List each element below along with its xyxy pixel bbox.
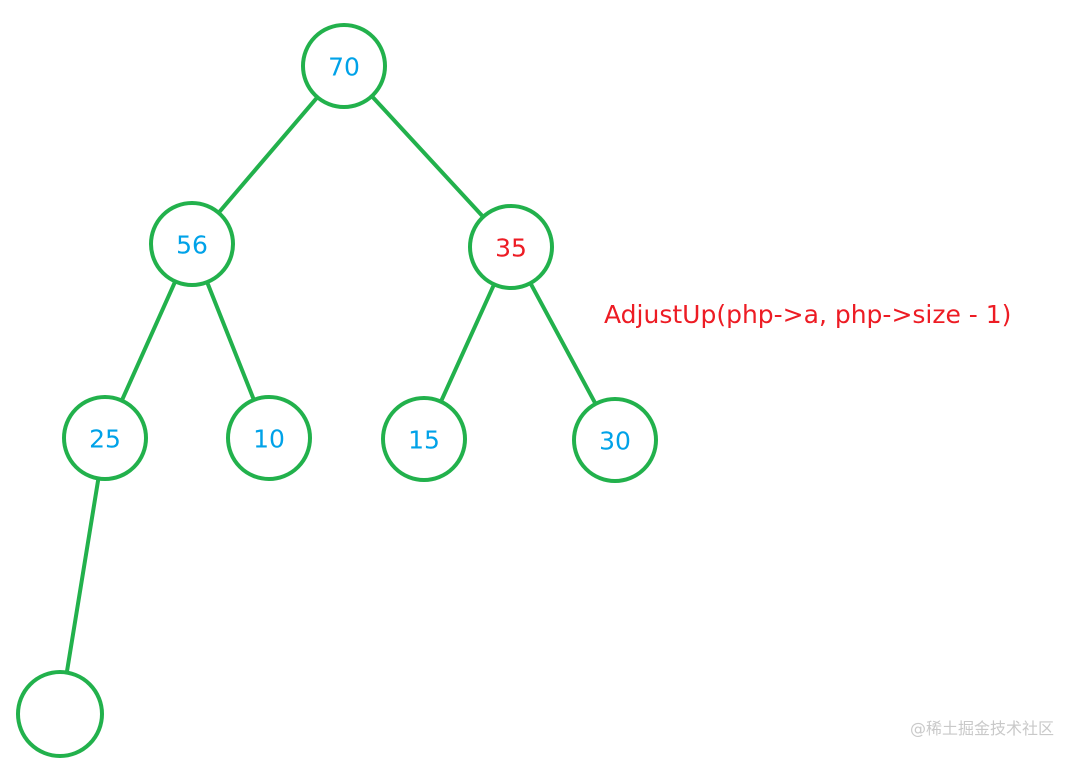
tree-edge-n35-n30: [528, 281, 598, 406]
tree-edge-n35-n15: [438, 282, 497, 404]
tree-node-30: 30: [572, 397, 658, 483]
tree-node-10: 10: [226, 395, 312, 481]
tree-node-value: 10: [253, 425, 285, 454]
tree-node-70: 70: [301, 23, 387, 109]
tree-node-circle: [301, 23, 387, 109]
tree-node-circle: [16, 670, 104, 758]
tree-edge-n70-n56: [216, 95, 320, 215]
tree-edge-n56-n25: [119, 279, 178, 403]
tree-edge-n56-n10: [205, 280, 256, 402]
tree-node-15: 15: [381, 396, 467, 482]
tree-edges: [64, 94, 598, 675]
tree-node-circle: [572, 397, 658, 483]
tree-node-value: 15: [408, 426, 440, 455]
tree-edge-n70-n35: [369, 94, 486, 219]
tree-node-circle: [62, 395, 148, 481]
tree-node-value: 56: [176, 231, 208, 260]
tree-node-circle: [226, 395, 312, 481]
tree-node-empty: [16, 670, 104, 758]
tree-node-value: 35: [495, 234, 527, 263]
tree-node-value: 30: [599, 427, 631, 456]
tree-nodes: 70 56 35 25 10 15 30: [16, 23, 658, 758]
tree-node-circle: [468, 204, 554, 290]
adjust-up-annotation: AdjustUp(php->a, php->size - 1): [604, 300, 1012, 329]
tree-node-35: 35: [468, 204, 554, 290]
watermark: @稀土掘金技术社区: [909, 719, 1054, 738]
tree-node-56: 56: [149, 201, 235, 287]
tree-node-value: 70: [328, 53, 360, 82]
tree-node-circle: [381, 396, 467, 482]
tree-node-value: 25: [89, 425, 121, 454]
tree-edge-n25-nnew: [64, 476, 101, 675]
tree-node-25: 25: [62, 395, 148, 481]
tree-node-circle: [149, 201, 235, 287]
